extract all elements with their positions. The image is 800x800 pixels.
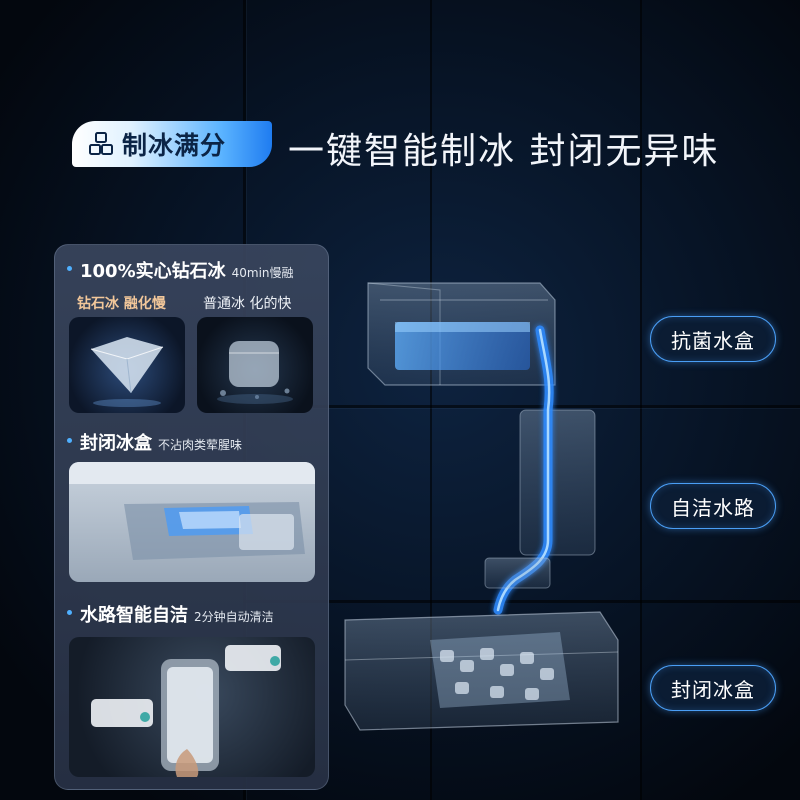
section-self-clean-title: 水路智能自洁 2分钟自动清洁 xyxy=(67,601,274,627)
callout-sealed-ice-box: 封闭冰盒 xyxy=(650,665,776,711)
section-title: 水路智能自洁 xyxy=(80,605,188,626)
headline: 一键智能制冰 封闭无异味 xyxy=(288,131,720,172)
feature-card: 100%实心钻石冰 40min慢融 钻石冰 融化慢 普通冰 化的快 xyxy=(54,244,329,790)
section-subtitle: 不沾肉类荤腥味 xyxy=(158,438,243,452)
sealed-ice-box-image xyxy=(69,462,315,582)
diamond-ice-image xyxy=(69,317,185,413)
bullet-dot xyxy=(67,266,72,271)
callout-self-cleaning-water-path: 自洁水路 xyxy=(650,483,776,529)
ice-cubes-icon xyxy=(89,132,113,155)
callout-antibacterial-water-box: 抗菌水盒 xyxy=(650,316,776,362)
badge-label: 制冰满分 xyxy=(122,131,227,160)
fridge-door-seam xyxy=(640,0,642,800)
section-diamond-ice-title: 100%实心钻石冰 40min慢融 xyxy=(67,257,294,283)
phone-app-image xyxy=(69,637,315,777)
sealed-ice-box xyxy=(344,611,619,731)
section-title: 100%实心钻石冰 xyxy=(80,261,226,282)
self-cleaning-water-path xyxy=(484,325,596,615)
antibacterial-water-box xyxy=(367,282,556,386)
fridge-door-seam xyxy=(243,405,800,408)
section-subtitle: 2分钟自动清洁 xyxy=(194,610,274,624)
section-sealed-box-title: 封闭冰盒 不沾肉类荤腥味 xyxy=(67,429,242,455)
fridge-door-seam xyxy=(430,0,432,800)
normal-ice-image xyxy=(197,317,313,413)
feature-badge: 制冰满分 xyxy=(72,121,272,167)
section-title: 封闭冰盒 xyxy=(80,433,152,454)
bullet-dot xyxy=(67,610,72,615)
normal-ice-label: 普通冰 化的快 xyxy=(203,296,292,312)
bullet-dot xyxy=(67,438,72,443)
section-subtitle: 40min慢融 xyxy=(231,266,294,280)
fridge-door-seam xyxy=(243,600,800,603)
diamond-ice-label: 钻石冰 融化慢 xyxy=(77,296,166,312)
